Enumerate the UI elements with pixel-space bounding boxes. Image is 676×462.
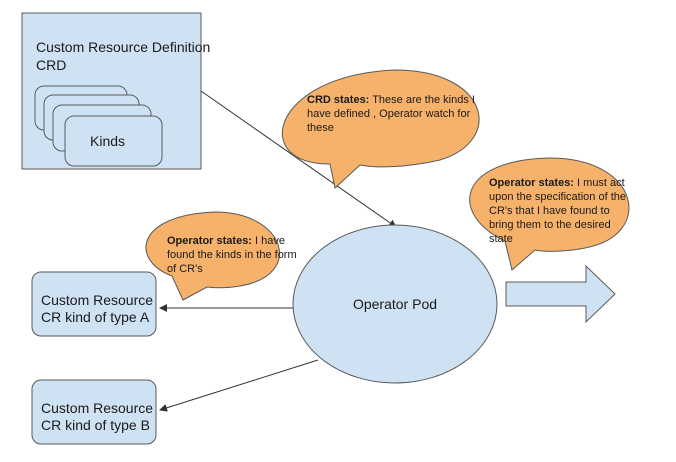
cr-b-line2: CR kind of type B	[41, 417, 150, 433]
cr-b-line1: Custom Resource	[41, 400, 153, 416]
cr-a-line2: CR kind of type A	[41, 309, 150, 325]
kinds-card-front	[64, 115, 163, 167]
cr-a-box	[31, 271, 157, 337]
operator-pod	[292, 224, 498, 384]
bubble-operator-act-line5: state	[489, 233, 513, 245]
bubble-crd-line3: these	[307, 122, 334, 134]
bubble-operator-act-line3: CR's that I have found to	[489, 205, 610, 217]
bubble-crd-line2: have defined , Operator watch for	[307, 108, 471, 120]
cr-b-box	[31, 379, 157, 445]
bubble-operator-found-shape	[145, 211, 280, 301]
bubble-crd-states: CRD states: These are the kinds I have d…	[281, 69, 480, 189]
bubble-operator-act-line2: upon the specification of the	[489, 191, 626, 203]
crd-title-line2: CRD	[36, 57, 66, 73]
bubble-operator-act-line4: bring them to the desired	[489, 219, 611, 231]
crd-title-line1: Custom Resource Definition	[36, 39, 210, 55]
bubble-operator-found: Operator states: I have found the kinds …	[145, 211, 297, 301]
bubble-operator-found-line2: found the kinds in the form	[167, 249, 297, 261]
bubble-operator-found-line3: of CR's	[167, 263, 203, 275]
arrow-crd-to-operator	[200, 90, 397, 228]
big-right-arrow	[505, 264, 616, 324]
operator-pod-label: Operator Pod	[353, 296, 437, 312]
bubble-crd-shape	[281, 69, 480, 189]
arrow-operator-to-cr-b	[159, 359, 319, 412]
cr-a-line1: Custom Resource	[41, 292, 153, 308]
bubble-operator-act-shape	[469, 157, 630, 271]
bubble-operator-act: Operator states: I must act upon the spe…	[469, 157, 630, 271]
kinds-label: Kinds	[90, 133, 125, 149]
bubble-operator-act-line1: Operator states: I must act	[489, 177, 625, 189]
bubble-operator-found-line1: Operator states: I have	[167, 235, 285, 247]
bubble-crd-line1: CRD states: These are the kinds I	[307, 94, 475, 106]
